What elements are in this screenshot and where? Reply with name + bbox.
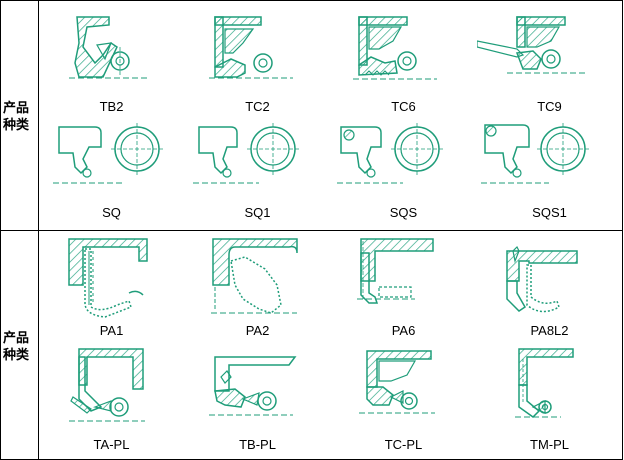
- product-label: TC9: [537, 99, 562, 114]
- pa8l2-seal-drawing: [506, 245, 578, 313]
- product-pa8l2: PA8L2: [477, 233, 622, 347]
- section-1-label-line1: 产品: [3, 100, 30, 115]
- product-label: TC-PL: [384, 437, 423, 452]
- product-label: TC6: [391, 99, 416, 114]
- ta-pl-seal-drawing: [69, 348, 145, 422]
- product-sqs: SQS: [331, 117, 476, 231]
- product-label: TB-PL: [239, 437, 276, 452]
- product-label: PA8L2: [530, 323, 569, 338]
- sqs1-seal-drawing: [481, 123, 589, 184]
- product-label: SQS: [389, 205, 418, 220]
- tb2-seal-drawing: [69, 16, 147, 79]
- tc-pl-seal-drawing: [359, 350, 435, 414]
- product-tc2: TC2: [185, 3, 330, 117]
- product-label: TB2: [99, 99, 124, 114]
- product-ta-pl: TA-PL: [39, 345, 184, 459]
- product-tb2: TB2: [39, 3, 184, 117]
- tm-pl-seal-drawing: [515, 348, 574, 418]
- product-sqs1: SQS1: [477, 117, 622, 231]
- section-2-side-cell: 产品 种类: [1, 231, 39, 459]
- pa2-seal-drawing: [211, 238, 298, 314]
- tc9-seal-drawing: [477, 16, 587, 74]
- product-sq1: SQ1: [185, 117, 330, 231]
- product-section-2: 产品 种类 PA1 PA2: [0, 230, 623, 460]
- sq1-seal-drawing: [193, 123, 299, 184]
- product-tc9: TC9: [477, 3, 622, 117]
- product-label: PA2: [245, 323, 270, 338]
- product-label: SQS1: [532, 205, 567, 220]
- product-tb-pl: TB-PL: [185, 345, 330, 459]
- product-label: PA6: [391, 323, 416, 338]
- product-tm-pl: TM-PL: [477, 345, 622, 459]
- product-label: PA1: [99, 323, 124, 338]
- section-2-label-line2: 种类: [3, 347, 30, 362]
- product-pa6: PA6: [331, 233, 476, 347]
- sq-seal-drawing: [53, 123, 163, 184]
- product-label: TM-PL: [530, 437, 569, 452]
- product-label: TC2: [245, 99, 270, 114]
- product-label: SQ1: [244, 205, 271, 220]
- pa1-seal-drawing: [68, 238, 148, 318]
- product-pa1: PA1: [39, 233, 184, 347]
- tb-pl-seal-drawing: [209, 356, 297, 416]
- sqs-seal-drawing: [337, 123, 443, 184]
- product-section-1: 产品 种类 TB2: [0, 0, 623, 231]
- section-2-label-line1: 产品: [3, 330, 30, 345]
- product-pa2: PA2: [185, 233, 330, 347]
- section-1-side-cell: 产品 种类: [1, 1, 39, 230]
- product-tc-pl: TC-PL: [331, 345, 476, 459]
- product-label: SQ: [102, 205, 121, 220]
- product-label: TA-PL: [93, 437, 130, 452]
- tc6-seal-drawing: [353, 16, 437, 80]
- tc2-seal-drawing: [209, 16, 293, 79]
- product-sq: SQ: [39, 117, 184, 231]
- section-1-label-line2: 种类: [3, 117, 30, 132]
- product-tc6: TC6: [331, 3, 476, 117]
- pa6-seal-drawing: [357, 238, 434, 304]
